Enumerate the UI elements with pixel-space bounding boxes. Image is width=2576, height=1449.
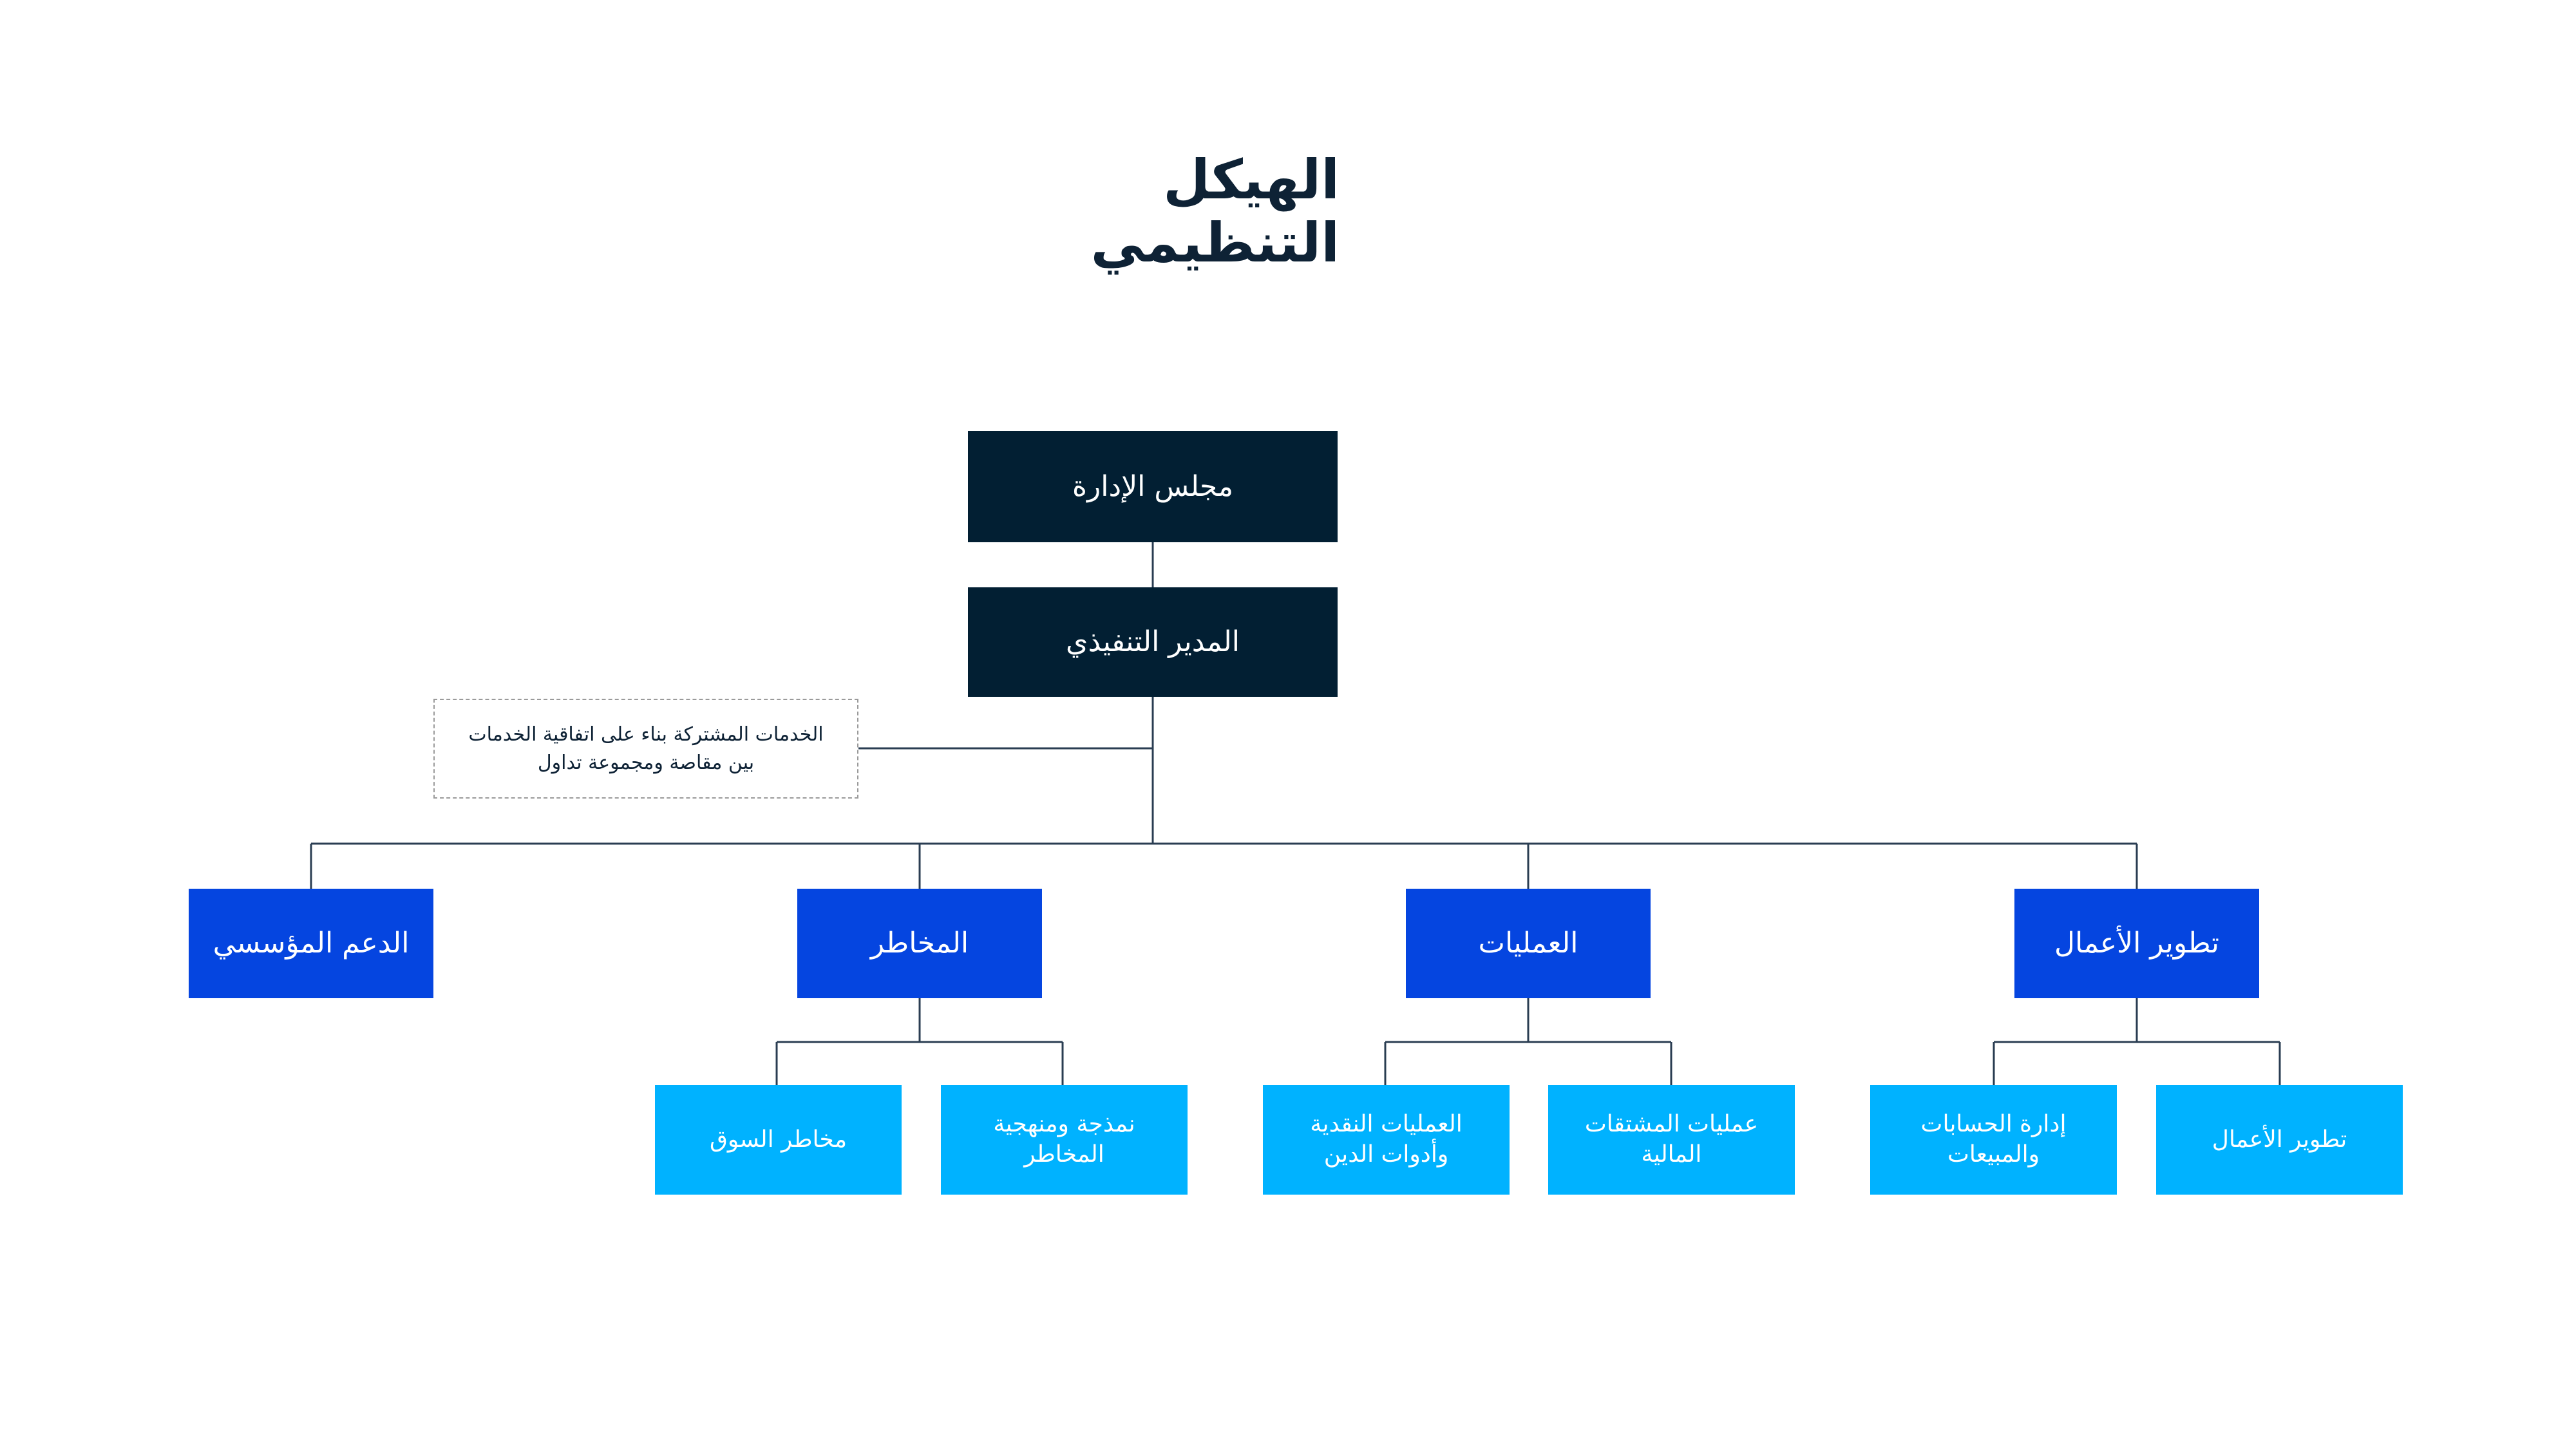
- unit-market-risk: مخاطر السوق: [655, 1085, 902, 1195]
- ceo-label: المدير التنفيذي: [1066, 625, 1240, 659]
- unit-accounts-sales: إدارة الحسابات والمبيعات: [1870, 1085, 2117, 1195]
- unit-label: تطوير الأعمال: [2211, 1126, 2347, 1153]
- shared-services-note: الخدمات المشتركة بناء على اتفاقية الخدما…: [433, 699, 858, 799]
- department-label: الدعم المؤسسي: [213, 927, 410, 960]
- department-business-development: تطوير الأعمال: [2014, 889, 2259, 998]
- unit-risk-modeling: نمذجة ومنهجية المخاطر: [941, 1085, 1188, 1195]
- department-label: العمليات: [1478, 927, 1578, 960]
- ceo-node: المدير التنفيذي: [968, 587, 1338, 697]
- unit-derivatives-operations: عمليات المشتقات المالية: [1548, 1085, 1795, 1195]
- department-risk: المخاطر: [797, 889, 1042, 998]
- department-label: المخاطر: [870, 927, 969, 960]
- unit-label: مخاطر السوق: [709, 1126, 848, 1153]
- unit-cash-debt-operations: العمليات النقدية وأدوات الدين: [1263, 1085, 1510, 1195]
- unit-label: العمليات النقدية وأدوات الدين: [1310, 1111, 1463, 1168]
- shared-services-text: الخدمات المشتركة بناء على اتفاقية الخدما…: [468, 723, 824, 774]
- unit-label: نمذجة ومنهجية المخاطر: [993, 1111, 1135, 1168]
- unit-business-development: تطوير الأعمال: [2156, 1085, 2403, 1195]
- board-node: مجلس الإدارة: [968, 431, 1338, 542]
- unit-label: عمليات المشتقات المالية: [1584, 1111, 1759, 1168]
- department-operations: العمليات: [1406, 889, 1651, 998]
- unit-label: إدارة الحسابات والمبيعات: [1920, 1111, 2067, 1168]
- department-label: تطوير الأعمال: [2054, 927, 2219, 960]
- department-corporate-support: الدعم المؤسسي: [189, 889, 433, 998]
- board-label: مجلس الإدارة: [1072, 469, 1234, 503]
- page-title: الهيكل التنظيمي: [1090, 148, 1340, 274]
